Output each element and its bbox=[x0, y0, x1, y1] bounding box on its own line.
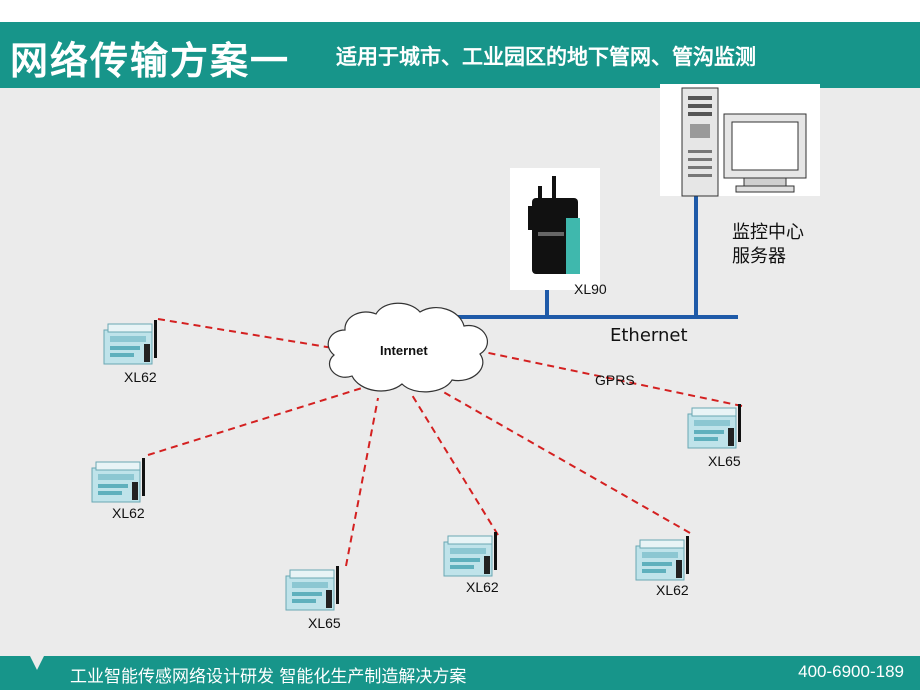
sensor-n4 bbox=[443, 531, 498, 577]
link-n4 bbox=[411, 394, 499, 536]
cloud-label: Internet bbox=[380, 343, 428, 358]
sensor-n3 bbox=[285, 565, 340, 611]
wireless-links bbox=[147, 318, 743, 567]
server-computer bbox=[660, 84, 820, 197]
node-label-n5: XL62 bbox=[656, 582, 689, 598]
node-label-n1: XL62 bbox=[124, 369, 157, 385]
node-label-n3: XL65 bbox=[308, 615, 341, 631]
server-label-line1: 监控中心 bbox=[732, 222, 804, 243]
footer-bar bbox=[0, 656, 920, 690]
gateway-label: XL90 bbox=[574, 281, 607, 297]
link-n5 bbox=[439, 389, 691, 534]
server-label-line2: 服务器 bbox=[732, 246, 786, 267]
link-n1 bbox=[157, 318, 334, 349]
footer-tagline: 工业智能传感网络设计研发 智能化生产制造解决方案 bbox=[70, 667, 467, 687]
page-subtitle: 适用于城市、工业园区的地下管网、管沟监测 bbox=[336, 45, 756, 69]
gateway-device bbox=[510, 168, 600, 290]
sensor-n1 bbox=[103, 319, 158, 365]
link-n6 bbox=[483, 351, 743, 407]
node-label-n4: XL62 bbox=[466, 579, 499, 595]
header-bar bbox=[0, 22, 920, 88]
link-n2 bbox=[147, 387, 363, 456]
sensor-n6 bbox=[687, 403, 742, 449]
gprs-label: GPRS bbox=[595, 372, 635, 388]
footer-phone: 400-6900-189 bbox=[798, 662, 904, 681]
sensor-n5 bbox=[635, 535, 690, 581]
internet-cloud bbox=[327, 302, 489, 393]
ethernet-label: Ethernet bbox=[610, 325, 688, 346]
node-label-n2: XL62 bbox=[112, 505, 145, 521]
node-label-n6: XL65 bbox=[708, 453, 741, 469]
link-n3 bbox=[345, 397, 379, 567]
page-title: 网络传输方案一 bbox=[10, 39, 291, 83]
footer-chevron-icon bbox=[30, 656, 44, 670]
sensor-n2 bbox=[91, 457, 146, 503]
